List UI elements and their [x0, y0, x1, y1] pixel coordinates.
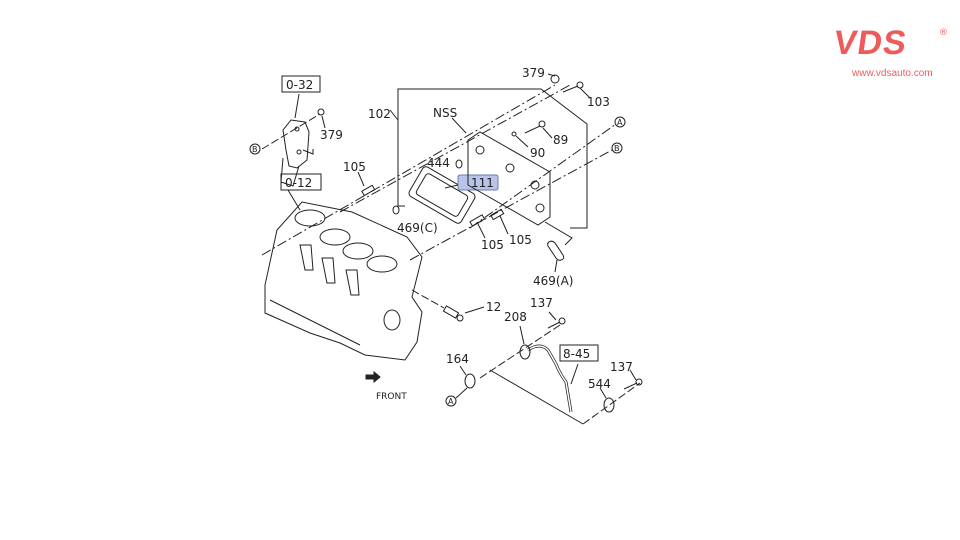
centerline-544	[582, 382, 641, 425]
callout-text-b1: B	[252, 145, 258, 154]
centerline-pipe-top	[479, 324, 561, 379]
label-90: 90	[530, 146, 545, 160]
callout-text-a1: A	[617, 118, 623, 127]
stud-105-mid-icon	[469, 214, 486, 227]
leader-111	[444, 184, 459, 189]
callout-b1	[249, 143, 261, 155]
leader-544	[599, 387, 607, 399]
centerline-a1	[469, 123, 617, 229]
leader-137b	[629, 369, 637, 381]
callout-text-b2: B	[614, 144, 620, 153]
label-0-32[interactable]: 0-32	[286, 78, 313, 92]
label-137-lower: 137	[610, 360, 633, 374]
callout-text-a2: A	[448, 397, 454, 406]
label-8-45[interactable]: 8-45	[563, 347, 590, 361]
oil-cooler-element	[408, 166, 476, 224]
leader-12	[464, 306, 485, 314]
label-379-top: 379	[522, 66, 545, 80]
label-164: 164	[446, 352, 469, 366]
centerline-3	[409, 149, 613, 261]
callout-b2	[611, 142, 623, 154]
o-ring-469c-icon	[392, 205, 400, 215]
vds-logo: VDS ® www.vdsauto.com	[831, 24, 954, 82]
label-444: 444	[427, 156, 450, 170]
label-0-12[interactable]: 0-12	[285, 176, 312, 190]
bolt-137-upper-icon	[547, 317, 566, 329]
stud-105-right-icon	[490, 208, 505, 221]
label-105-mid: 105	[481, 238, 504, 252]
centerline-pipe-bottom	[489, 369, 584, 425]
label-111[interactable]: 111	[471, 176, 494, 190]
label-103: 103	[587, 95, 610, 109]
stud-105-left-icon	[361, 184, 376, 197]
flange-208-icon	[519, 344, 531, 360]
bolt-137-lower-icon	[623, 378, 643, 390]
nut-379-top-icon	[550, 74, 560, 84]
leader-102	[389, 109, 399, 121]
leader-a2	[455, 387, 468, 399]
label-208: 208	[504, 310, 527, 324]
logo-url: www.vdsauto.com	[852, 68, 933, 79]
ref-box-0-12[interactable]	[280, 173, 322, 191]
label-89: 89	[553, 133, 568, 147]
gasket-544-icon	[603, 397, 615, 413]
leader-469a	[554, 259, 558, 273]
label-front: FRONT	[376, 392, 407, 402]
leader-379b	[321, 115, 326, 129]
label-102: 102	[368, 107, 391, 121]
label-105-left: 105	[343, 160, 366, 174]
ref-box-8-45[interactable]	[559, 344, 599, 362]
bolt-89-icon	[524, 120, 546, 134]
label-nss: NSS	[433, 106, 457, 120]
leader-0-12	[287, 189, 301, 211]
front-arrow-icon	[365, 370, 381, 384]
centerline-1	[261, 84, 556, 256]
assembly-bracket-102	[397, 88, 588, 229]
leader-nss	[451, 117, 467, 134]
leader-105c	[499, 215, 509, 235]
label-469a: 469(A)	[533, 274, 573, 288]
cylinder-block	[264, 201, 423, 361]
leader-b1	[261, 113, 321, 150]
plug-12-icon	[442, 305, 464, 322]
leader-379a	[547, 73, 556, 77]
oil-cooler-cover	[467, 131, 551, 226]
centerline-12	[411, 289, 445, 309]
leader-103	[579, 87, 591, 99]
gasket-469a-icon	[547, 240, 565, 261]
leader-8-45	[570, 363, 579, 385]
leader-469a-frame	[544, 221, 573, 246]
leader-137a	[548, 311, 557, 321]
label-544: 544	[588, 377, 611, 391]
ref-box-0-32[interactable]	[281, 75, 321, 93]
label-12: 12	[486, 300, 501, 314]
label-105-right: 105	[509, 233, 532, 247]
label-469c: 469(C)	[397, 221, 438, 235]
nut-379-icon	[317, 108, 325, 116]
washer-90-icon	[511, 131, 517, 137]
leader-90	[515, 135, 529, 148]
label-379-left: 379	[320, 128, 343, 142]
leader-105b	[476, 221, 486, 239]
label-137-upper: 137	[530, 296, 553, 310]
thermostat-housing	[280, 119, 314, 187]
registered-mark: ®	[939, 28, 948, 38]
leader-164	[459, 365, 467, 376]
gasket-164-icon	[464, 373, 476, 389]
o-ring-444-icon	[455, 159, 463, 169]
leader-208	[519, 325, 525, 345]
callout-a2	[445, 395, 457, 407]
oil-pipe-inner	[527, 345, 572, 413]
callout-a1	[614, 116, 626, 128]
centerline-2	[339, 84, 571, 213]
leader-105a	[357, 171, 365, 187]
leader-0-32	[294, 93, 300, 119]
leader-89	[542, 127, 553, 139]
